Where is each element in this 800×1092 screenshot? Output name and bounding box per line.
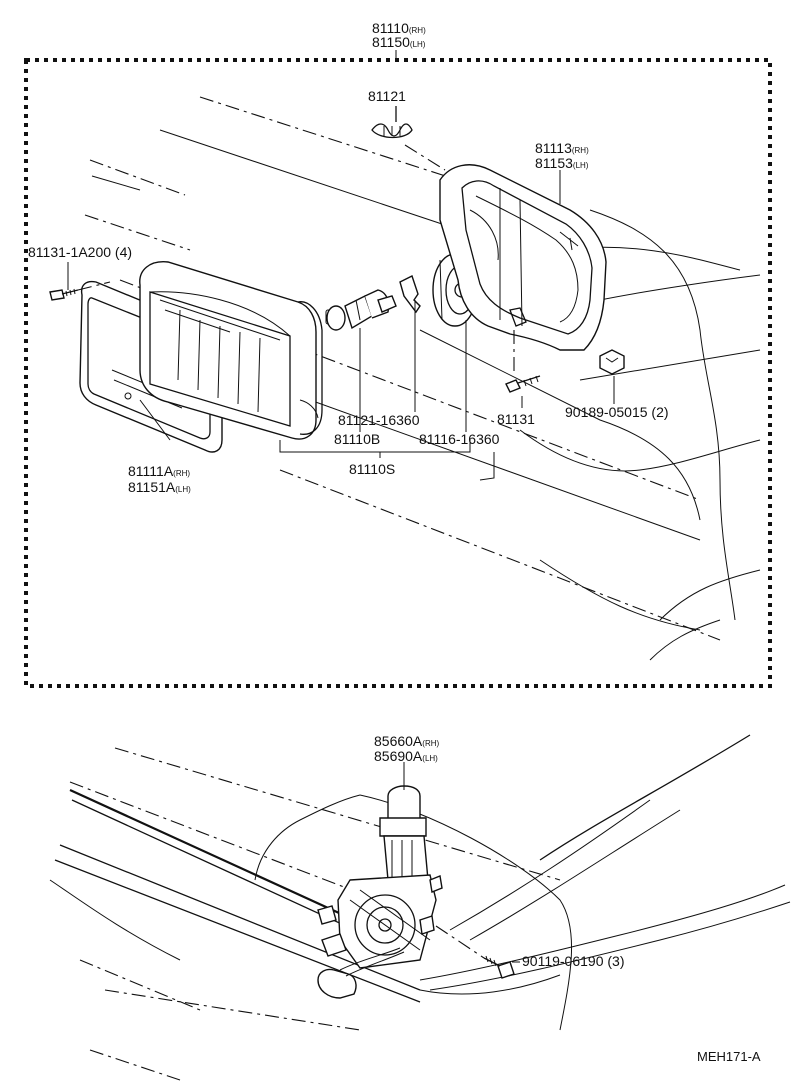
- body-panel-lines: [84, 96, 761, 661]
- spring-81121: [371, 106, 446, 171]
- detail-frame: [24, 58, 772, 688]
- assy-lh-label: 81150(LH): [372, 34, 426, 50]
- clip-nut: [599, 349, 625, 375]
- motor-lh-label: 85690A(LH): [374, 748, 438, 764]
- upper-detail: 81110(RH) 81150(LH) 81121 81113(RH) 8115…: [24, 20, 772, 688]
- drawing-code: MEH171-A: [697, 1049, 761, 1064]
- bolt-label: 90119-06190 (3): [522, 953, 624, 969]
- leader-lines-upper: [67, 50, 615, 481]
- subassy-label: 81110S: [349, 461, 395, 477]
- screw-lower: [505, 330, 541, 393]
- spring-label: 81121: [368, 88, 406, 104]
- leader-lines-lower: [403, 762, 520, 963]
- lower-detail: 85660A(RH) 85690A(LH) 90119-06190 (3): [49, 733, 791, 1081]
- lens-rh-label: 81111A(RH): [128, 463, 190, 479]
- motor-rh-label: 85660A(RH): [374, 733, 440, 749]
- socket-ref-label: 81116-16360: [419, 431, 500, 447]
- screw-upper: [49, 281, 111, 301]
- screw-lower-label: 81131: [497, 411, 535, 427]
- housing-bracket: [439, 164, 607, 351]
- bulb-label: 81110B: [334, 431, 380, 447]
- lamp-unit: [139, 261, 337, 440]
- clip-ref-label: 81121-16360: [338, 412, 420, 428]
- nut-label: 90189-05015 (2): [565, 404, 669, 420]
- retainer-clip: [399, 275, 421, 314]
- bolt: [435, 925, 515, 979]
- assy-rh-label: 81110(RH): [372, 20, 426, 36]
- housing-lh-label: 81153(LH): [535, 155, 589, 171]
- housing-rh-label: 81113(RH): [535, 140, 589, 156]
- retractor-motor: [317, 785, 443, 999]
- bulb: [326, 289, 397, 331]
- screw-upper-label: 81131-1A200 (4): [28, 244, 132, 260]
- lens-lh-label: 81151A(LH): [128, 479, 191, 495]
